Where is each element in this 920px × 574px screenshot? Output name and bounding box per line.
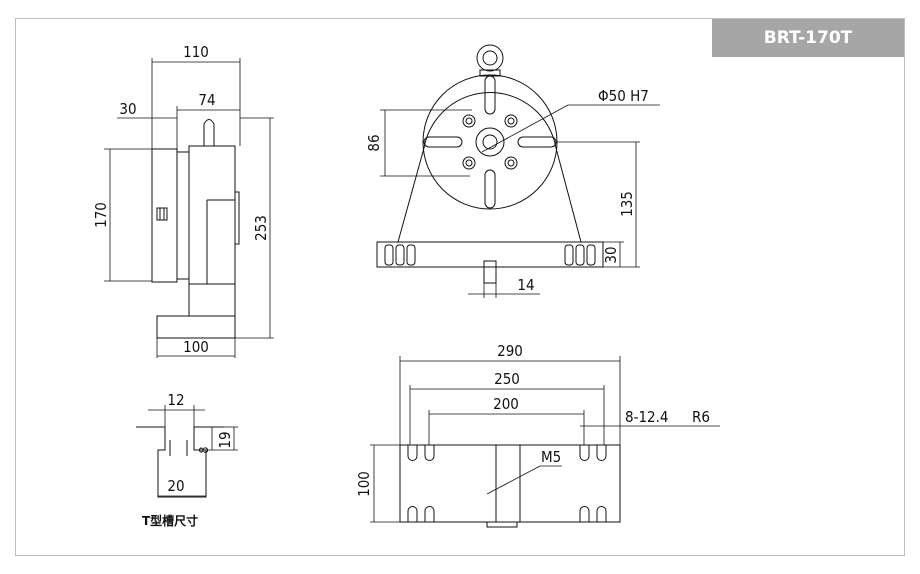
side-body xyxy=(188,145,236,285)
dim-19: 19 xyxy=(216,431,234,448)
side-base xyxy=(156,315,236,339)
model-tag: BRT-170T xyxy=(712,19,904,57)
t-slot-detail xyxy=(136,405,238,498)
dim-radius: R6 xyxy=(692,408,710,426)
dim-8: 8 xyxy=(197,446,211,453)
dim-slots: 8-12.4 xyxy=(625,408,669,426)
dim-250: 250 xyxy=(494,370,520,388)
top-plate xyxy=(399,444,621,523)
front-view xyxy=(376,44,660,298)
dim-110: 110 xyxy=(183,43,209,61)
dim-86: 86 xyxy=(365,134,383,151)
side-faceplate-ring xyxy=(176,151,190,280)
top-view xyxy=(370,356,720,528)
dim-74: 74 xyxy=(198,91,215,109)
front-housing xyxy=(397,147,582,243)
dim-30-side: 30 xyxy=(119,100,136,118)
dim-20: 20 xyxy=(167,477,184,495)
side-view xyxy=(104,58,274,358)
dim-290: 290 xyxy=(497,342,523,360)
dim-200: 200 xyxy=(493,395,519,413)
dim-170: 170 xyxy=(92,202,110,228)
dim-100-side: 100 xyxy=(183,338,209,356)
dim-12: 12 xyxy=(167,391,184,409)
t-slot-caption: T型槽尺寸 xyxy=(142,514,199,528)
drawing-frame xyxy=(15,18,905,556)
t-slot-profile xyxy=(136,426,224,498)
dim-14: 14 xyxy=(517,276,534,294)
dim-100-top: 100 xyxy=(355,471,373,497)
front-base xyxy=(376,241,604,268)
dim-30-front: 30 xyxy=(602,246,620,263)
dim-thread: M5 xyxy=(541,448,561,466)
front-faceplate xyxy=(422,74,558,210)
dim-253: 253 xyxy=(252,215,270,241)
dim-135: 135 xyxy=(618,191,636,217)
front-bore xyxy=(475,127,505,157)
dim-bore: Φ50 H7 xyxy=(598,87,649,105)
